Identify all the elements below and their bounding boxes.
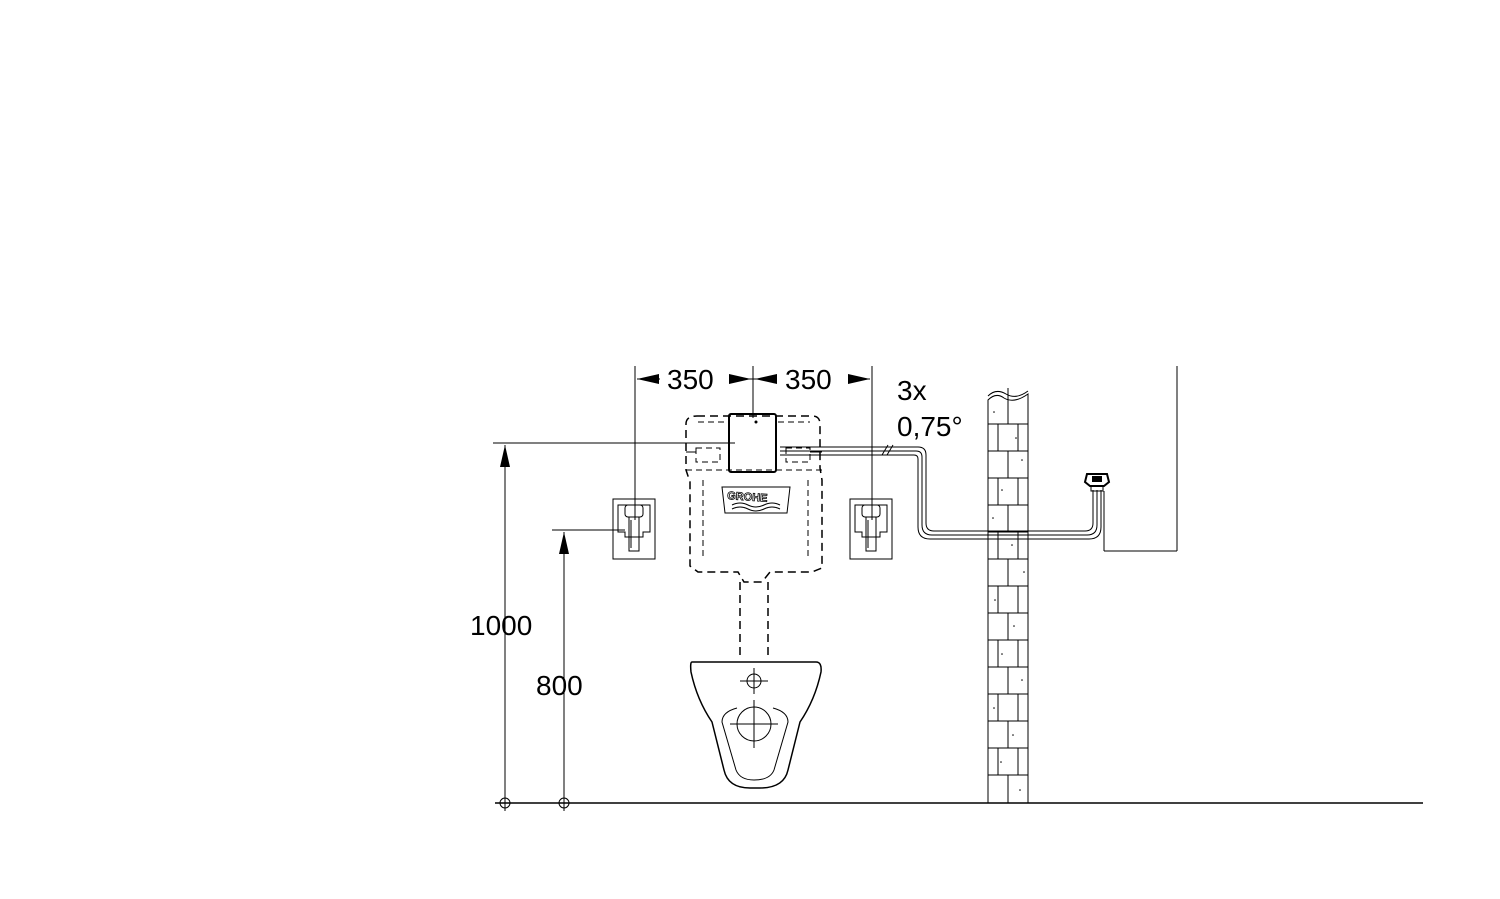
cable-size-label: 0,75° (897, 411, 963, 442)
spacing-left-label: 350 (667, 364, 714, 395)
height-800-label: 800 (536, 670, 583, 701)
cable-bundle (780, 444, 1102, 540)
electrical-cabinet (1103, 366, 1178, 552)
dimension-1000 (493, 442, 735, 798)
spacing-right-label: 350 (785, 364, 832, 395)
svg-text:GROHE: GROHE (727, 490, 768, 505)
dimension-800 (552, 529, 625, 798)
wall-bricks (988, 400, 1028, 803)
brick-wall (987, 388, 1029, 803)
height-1000-label: 1000 (470, 610, 532, 641)
brand-logo: GROHE (721, 486, 791, 514)
flush-plate (728, 413, 777, 473)
left-sensor-box (612, 498, 656, 560)
power-plug-icon (1083, 473, 1111, 492)
wall-hung-toilet (689, 661, 822, 789)
dimension-350-350 (634, 366, 873, 520)
right-sensor-box (849, 498, 893, 560)
cable-count-label: 3x (897, 375, 927, 406)
concealed-cistern (685, 415, 823, 660)
wall-speckles (992, 411, 1025, 791)
